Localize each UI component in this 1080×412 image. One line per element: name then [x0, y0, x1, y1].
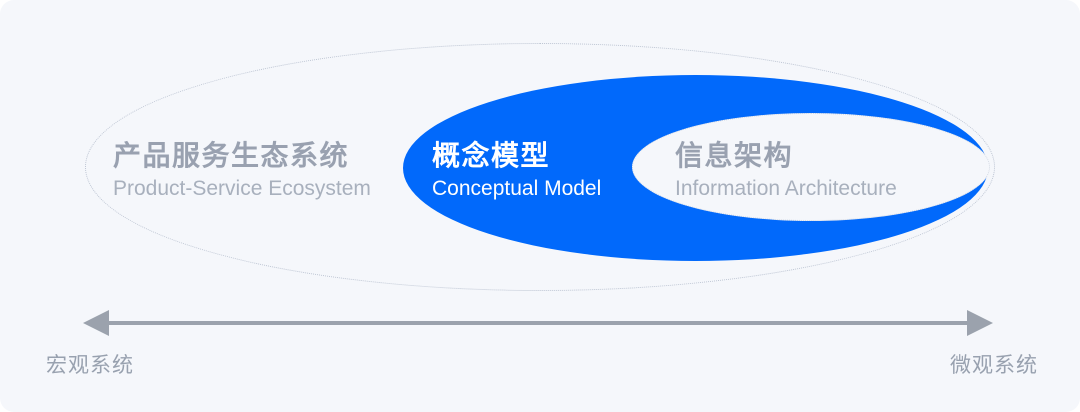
macro-system-label: 宏观系统 — [46, 354, 134, 377]
information-architecture-ellipse — [632, 113, 990, 221]
arrow-right-head-icon — [967, 310, 993, 336]
information-architecture-title-zh: 信息架构 — [675, 140, 794, 171]
micro-system-label: 微观系统 — [950, 354, 1038, 377]
conceptual-model-title-zh: 概念模型 — [432, 140, 551, 171]
conceptual-model-label-group: 概念模型 Conceptual Model — [432, 140, 601, 200]
product-service-ecosystem-ellipse — [85, 43, 995, 291]
ecosystem-label-group: 产品服务生态系统 Product-Service Ecosystem — [113, 140, 371, 200]
information-architecture-title-en: Information Architecture — [675, 177, 897, 201]
conceptual-model-title-en: Conceptual Model — [432, 177, 602, 201]
information-architecture-label-group: 信息架构 Information Architecture — [675, 140, 897, 200]
macro-micro-axis-arrow — [83, 310, 993, 336]
ecosystem-title-zh: 产品服务生态系统 — [113, 140, 350, 171]
arrow-shaft — [101, 320, 975, 325]
ecosystem-title-en: Product-Service Ecosystem — [113, 177, 371, 201]
